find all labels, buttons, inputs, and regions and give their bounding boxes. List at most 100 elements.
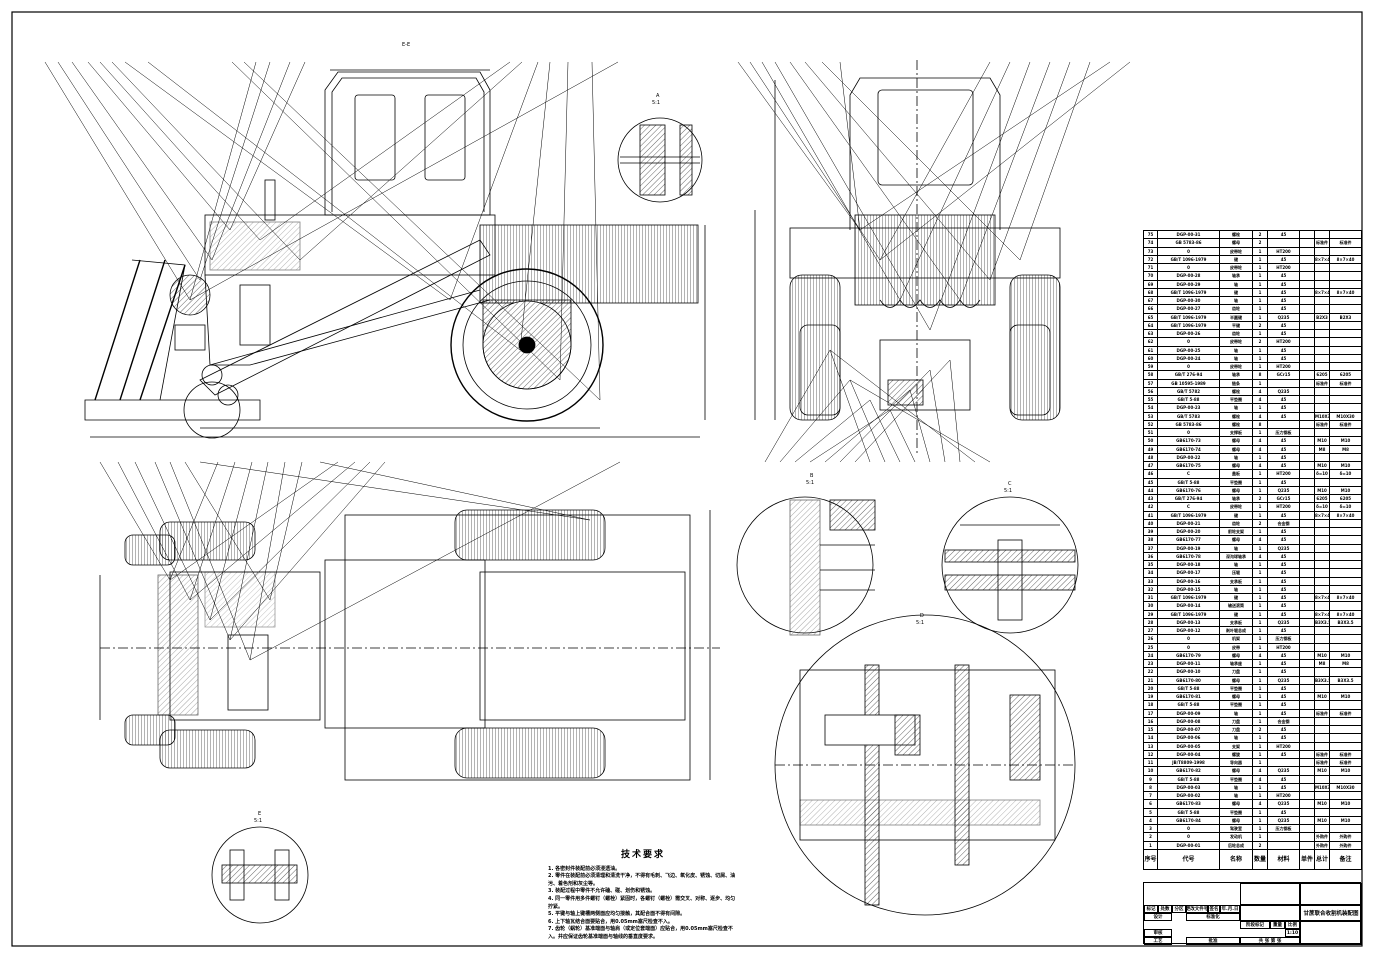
parts-cell: Q235 (1267, 617, 1300, 628)
parts-cell: 标准件 (1314, 419, 1330, 430)
parts-cell (1299, 799, 1315, 809)
leader-line (869, 399, 901, 463)
parts-cell: 2 (1252, 229, 1268, 240)
parts-cell: HT200 (1267, 337, 1300, 347)
parts-cell: 压力钢板 (1267, 823, 1300, 834)
parts-cell (1314, 625, 1330, 636)
parts-cell: 1 (1252, 287, 1268, 298)
parts-cell: 2 (1252, 238, 1268, 248)
parts-cell: 62 (1143, 337, 1158, 347)
parts-cell: 皮带轮 (1219, 262, 1253, 273)
svg-text:B: B (810, 473, 814, 479)
parts-cell (1329, 328, 1362, 339)
parts-cell: 45 (1267, 708, 1300, 718)
parts-cell (1299, 477, 1315, 487)
parts-cell: 2 (1252, 518, 1268, 529)
parts-cell (1329, 724, 1362, 735)
parts-cell: 3 (1143, 823, 1158, 834)
leader-line (849, 379, 991, 463)
parts-cell (1299, 345, 1315, 355)
parts-cell: 48 (1143, 452, 1158, 463)
parts-cell (1299, 766, 1315, 776)
parts-cell (1299, 559, 1315, 570)
leader-line (889, 409, 916, 463)
parts-cell: 螺母 (1219, 815, 1253, 826)
parts-cell (1299, 724, 1315, 735)
parts-cell: 51 (1143, 427, 1158, 438)
parts-cell: 45 (1267, 436, 1300, 446)
parts-cell: 23 (1143, 658, 1158, 669)
parts-cell: 72 (1143, 254, 1158, 265)
parts-cell: 4 (1252, 436, 1268, 446)
parts-cell: 65 (1143, 312, 1158, 322)
parts-cell: 1 (1252, 667, 1268, 677)
parts-cell: 1 (1252, 675, 1268, 685)
parts-cell: 压力钢板 (1267, 634, 1300, 644)
parts-cell (1299, 403, 1315, 413)
parts-cell: DGP-00-26 (1157, 328, 1220, 339)
parts-cell: GB/T 1096-1979 (1157, 510, 1220, 520)
parts-cell: 1 (1252, 485, 1268, 496)
parts-cell (1299, 279, 1315, 289)
parts-cell: 1 (1252, 279, 1268, 289)
parts-cell: 1 (1252, 741, 1268, 751)
parts-cell: GCr15 (1267, 493, 1300, 504)
leader-line (519, 61, 551, 351)
leader-line (909, 389, 931, 463)
parts-cell: M10 (1314, 691, 1330, 702)
parts-cell: 45 (1267, 304, 1300, 314)
parts-cell: 8 (1252, 419, 1268, 430)
parts-cell (1329, 716, 1362, 727)
parts-cell (1329, 667, 1362, 677)
tb-blank (1240, 905, 1300, 921)
parts-cell: 4 (1252, 386, 1268, 397)
parts-cell: 螺母 (1219, 691, 1253, 702)
parts-cell (1299, 782, 1315, 793)
parts-cell: 32 (1143, 584, 1158, 595)
parts-cell: M10 (1314, 650, 1330, 661)
parts-cell: 刀盘 (1219, 667, 1253, 677)
parts-cell: 45 (1267, 452, 1300, 463)
parts-cell (1299, 518, 1315, 529)
parts-cell (1314, 337, 1330, 347)
parts-cell: 33 (1143, 576, 1158, 586)
parts-cell: GB/T 1096-1979 (1157, 320, 1220, 331)
parts-cell: 0 (1157, 361, 1220, 372)
parts-cell: 平垫圈 (1219, 774, 1253, 784)
parts-cell: 11 (1143, 757, 1158, 768)
parts-cell: 69 (1143, 279, 1158, 289)
parts-cell (1314, 452, 1330, 463)
leader-line (779, 379, 851, 463)
side-view: E-E (44, 42, 706, 439)
parts-cell: M10 (1329, 766, 1362, 776)
parts-cell (1314, 304, 1330, 314)
parts-cell: Q235 (1267, 766, 1300, 776)
parts-cell (1314, 246, 1330, 256)
parts-cell: 45 (1267, 345, 1300, 355)
parts-cell: 外购件 (1329, 832, 1362, 842)
parts-cell: 标准件 (1329, 378, 1362, 388)
leader-line (859, 61, 1111, 231)
parts-cell: Q235 (1267, 386, 1300, 397)
parts-cell: 45 (1267, 576, 1300, 586)
parts-cell: GB/T 1096-1979 (1157, 287, 1220, 298)
parts-cell: 标准件 (1314, 708, 1330, 718)
parts-cell: 45 (1267, 229, 1300, 240)
parts-cell: 45 (1267, 568, 1300, 578)
parts-cell (1314, 477, 1330, 487)
parts-cell (1314, 361, 1330, 372)
parts-cell (1314, 229, 1330, 240)
parts-cell: 标准件 (1329, 419, 1362, 430)
parts-cell: GB/T 5782 (1157, 386, 1220, 397)
parts-cell: DGP-00-25 (1157, 345, 1220, 355)
parts-cell: M10 (1329, 436, 1362, 446)
parts-cell: 8×7×40 (1329, 254, 1362, 265)
parts-cell: 4 (1252, 460, 1268, 471)
